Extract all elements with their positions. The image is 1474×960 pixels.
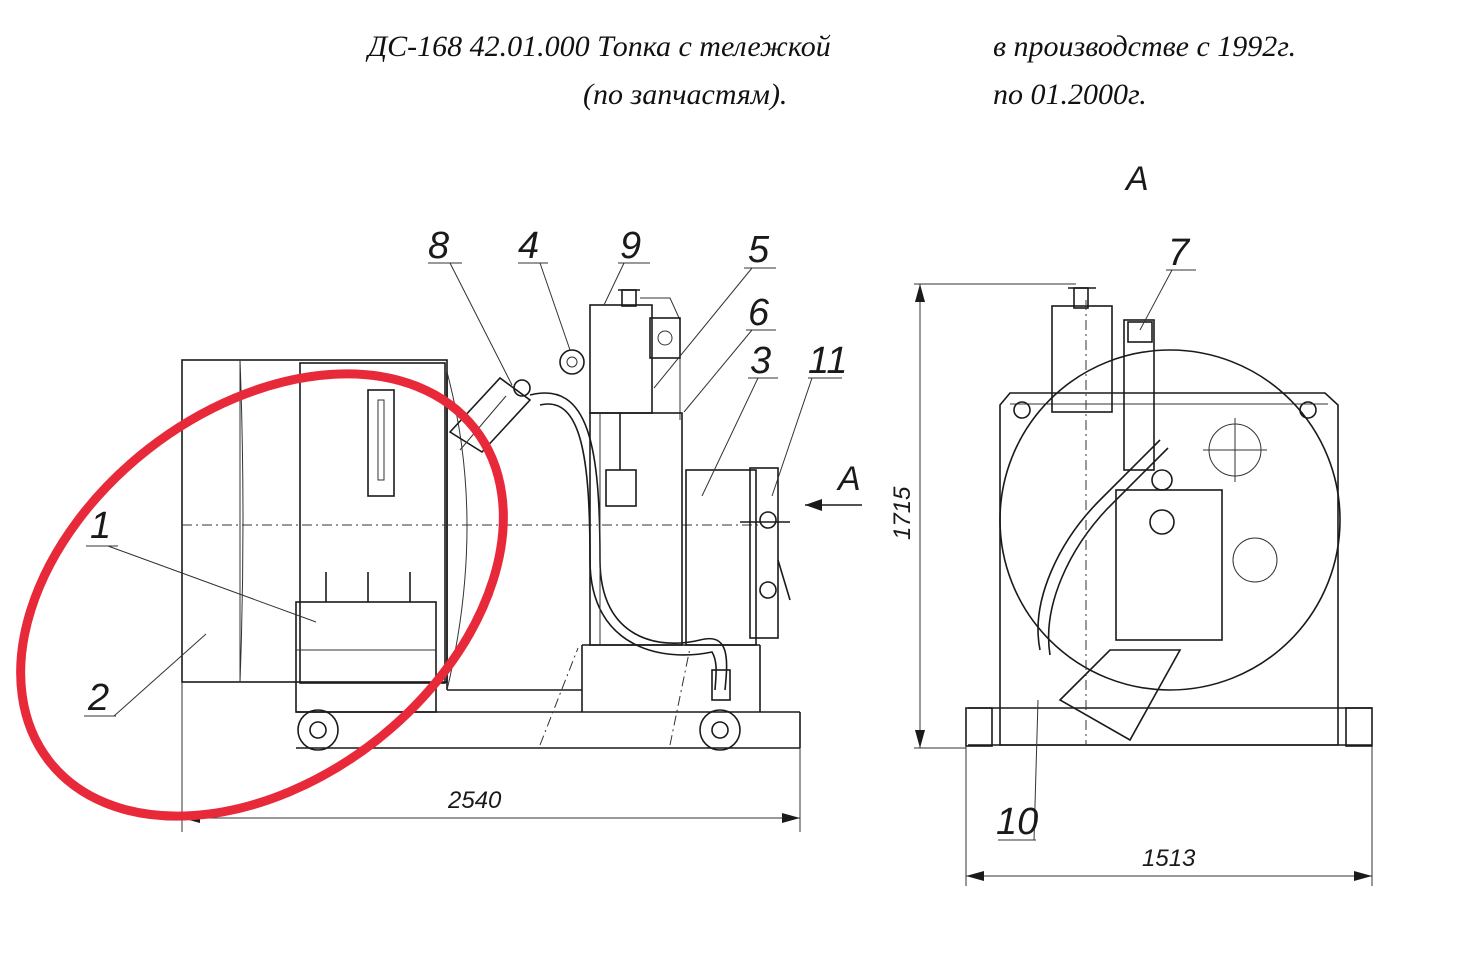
furnace-door [299, 362, 446, 684]
ash-drawer [295, 601, 437, 713]
fuel-tank [589, 304, 653, 414]
callout-9: 9 [620, 225, 641, 267]
callout-10: 10 [996, 801, 1038, 843]
callout-4: 4 [518, 225, 539, 267]
callout-2: 2 [87, 677, 109, 719]
callout-8: 8 [428, 225, 449, 267]
view-a-tank [1051, 305, 1113, 413]
production-line-1: в производстве с 1992г. [993, 30, 1297, 63]
height-dimension: 1715 [889, 486, 916, 540]
view-arrow-label: А [836, 460, 861, 498]
callout-11: 11 [808, 340, 847, 382]
view-a-housing [999, 392, 1339, 746]
filter [605, 469, 637, 507]
sight-window [367, 389, 395, 497]
view-a: А [889, 160, 1373, 886]
view-a-callouts: 7 10 [996, 232, 1196, 843]
title-line-1: ДС-168 42.01.000 Топка с тележкой [368, 30, 831, 63]
callout-5: 5 [748, 229, 770, 271]
valve [559, 349, 585, 375]
fuel-hose [529, 392, 728, 691]
width-dimension: 1513 [1142, 845, 1196, 872]
support-column [589, 412, 683, 646]
burner-nozzle [448, 376, 532, 454]
callout-1: 1 [90, 505, 111, 547]
production-line-2: по 01.2000г. [993, 78, 1147, 111]
view-a-drum [999, 349, 1341, 691]
title-line-2: (по запчастям). [583, 78, 788, 111]
view-a-label: А [1124, 160, 1149, 198]
length-dimension: 2540 [447, 787, 502, 814]
callout-6: 6 [748, 292, 770, 334]
callout-3: 3 [750, 340, 771, 382]
blower-housing [685, 469, 757, 646]
highlight-ellipse [16, 369, 508, 821]
cart-wheel-rear [699, 709, 741, 751]
side-callouts: 8 4 9 5 6 3 11 1 2 [84, 225, 847, 719]
callout-7: 7 [1168, 232, 1191, 274]
cart-wheel-front [297, 709, 339, 751]
side-view: А 2540 [181, 289, 862, 832]
